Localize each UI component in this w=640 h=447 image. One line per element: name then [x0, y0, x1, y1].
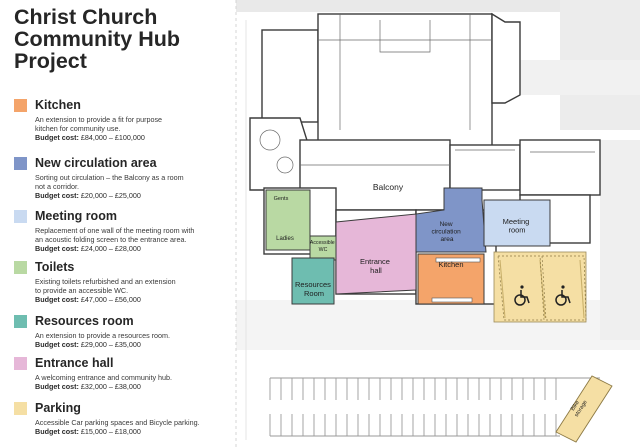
title-line: Project [14, 49, 87, 73]
legend-entry-description: Sorting out circulation – the Balcony as… [14, 173, 236, 191]
room-new-circulation [415, 187, 487, 253]
description-line: Replacement of one wall of the meeting r… [35, 226, 195, 235]
label-entrance-hall: Entrance hall [360, 257, 392, 275]
room-entrance-hall [335, 213, 417, 295]
interior-lines [259, 14, 595, 174]
label-meeting-room: Meeting room [503, 217, 532, 235]
legend-entry-name: Entrance hall [35, 356, 114, 370]
legend-entry-description: A welcoming entrance and community hub. [14, 373, 236, 382]
legend-entry-name: Resources room [35, 314, 134, 328]
title-line: Christ Church [14, 5, 158, 29]
title-line: Community Hub [14, 27, 181, 51]
wheelchair-icon [555, 285, 571, 306]
label-new-circulation: New circulation area [431, 221, 462, 243]
description-line: Existing toilets refurbished and an exte… [35, 277, 176, 286]
description-line: An extension to provide a fit for purpos… [35, 115, 163, 124]
parking-zone [493, 251, 587, 323]
legend-entry-name: New circulation area [35, 156, 157, 170]
legend-entry-description: An extension to provide a resources room… [14, 331, 236, 340]
room-resources [291, 257, 335, 305]
legend-entry-description: Replacement of one wall of the meeting r… [14, 226, 236, 244]
plan-labels: Balcony Gents Ladies Accessible WC Resou… [274, 182, 589, 418]
label-balcony: Balcony [373, 182, 404, 192]
legend-entry-description: An extension to provide a fit for purpos… [14, 115, 236, 133]
page-title: Christ Church Community Hub Project [14, 6, 236, 72]
legend-entry-budget: Budget cost: £15,000 – £18,000 [14, 427, 236, 436]
budget-value: £29,000 – £35,000 [80, 340, 141, 349]
budget-label: Budget cost: [35, 382, 79, 391]
budget-value: £20,000 – £25,000 [80, 191, 141, 200]
description-line: to provide an accessible WC. [35, 286, 129, 295]
legend-entry-name: Meeting room [35, 209, 117, 223]
budget-label: Budget cost: [35, 427, 79, 436]
label-gents: Gents [274, 196, 289, 202]
description-line: not a corridor. [35, 182, 79, 191]
budget-label: Budget cost: [35, 191, 79, 200]
budget-label: Budget cost: [35, 295, 79, 304]
legend-entry-resources-room: Resources room An extension to provide a … [14, 314, 236, 349]
legend-swatch [14, 356, 27, 370]
legend-swatch [14, 209, 27, 223]
legend-entry-description: Accessible Car parking spaces and Bicycl… [14, 418, 236, 427]
budget-value: £15,000 – £18,000 [80, 427, 141, 436]
description-line: An extension to provide a resources room… [35, 331, 171, 340]
description-line: kitchen for community use. [35, 124, 121, 133]
budget-value: £24,000 – £28,000 [80, 244, 141, 253]
legend-entry-budget: Budget cost: £29,000 – £35,000 [14, 340, 236, 349]
legend-entry-name: Toilets [35, 260, 75, 274]
budget-label: Budget cost: [35, 244, 79, 253]
legend-swatch [14, 98, 27, 112]
legend-swatch [14, 314, 27, 328]
kitchen-units [431, 257, 481, 303]
room-kitchen [417, 253, 485, 305]
wheelchair-icon [514, 285, 530, 306]
legend-entry-budget: Budget cost: £84,000 – £100,000 [14, 133, 236, 142]
budget-value: £84,000 – £100,000 [80, 133, 145, 142]
description-line: Accessible Car parking spaces and Bicycl… [35, 418, 200, 427]
label-kitchen: Kitchen [438, 260, 463, 269]
legend-entry-kitchen: Kitchen An extension to provide a fit for… [14, 98, 236, 142]
room-toilets [265, 189, 337, 261]
budget-value: £47,000 – £56,000 [80, 295, 141, 304]
budget-label: Budget cost: [35, 133, 79, 142]
legend-panel: Christ Church Community Hub Project Kitc… [14, 6, 236, 436]
description-line: an acoustic folding screen to the entran… [35, 235, 187, 244]
description-line: Sorting out circulation – the Balcony as… [35, 173, 184, 182]
label-accessible-wc: Accessible WC [310, 240, 336, 253]
legend-entry-description: Existing toilets refurbished and an exte… [14, 277, 236, 295]
label-resources-room: Resources Room [295, 280, 333, 298]
budget-value: £32,000 – £38,000 [80, 382, 141, 391]
car-park [269, 377, 600, 437]
description-line: A welcoming entrance and community hub. [35, 373, 173, 382]
room-meeting [483, 199, 551, 247]
bike-storage [555, 375, 613, 443]
label-ladies: Ladies [276, 236, 294, 242]
budget-label: Budget cost: [35, 340, 79, 349]
legend-entry-name: Parking [35, 401, 81, 415]
legend-entry-budget: Budget cost: £20,000 – £25,000 [14, 191, 236, 200]
legend-entry-budget: Budget cost: £32,000 – £38,000 [14, 382, 236, 391]
legend-entry-name: Kitchen [35, 98, 81, 112]
legend-entry-entrance-hall: Entrance hall A welcoming entrance and co… [14, 356, 236, 391]
legend-swatch [14, 156, 27, 170]
legend-entry-budget: Budget cost: £24,000 – £28,000 [14, 244, 236, 253]
legend-entry-budget: Budget cost: £47,000 – £56,000 [14, 295, 236, 304]
legend-swatch [14, 401, 27, 415]
legend-swatch [14, 260, 27, 274]
